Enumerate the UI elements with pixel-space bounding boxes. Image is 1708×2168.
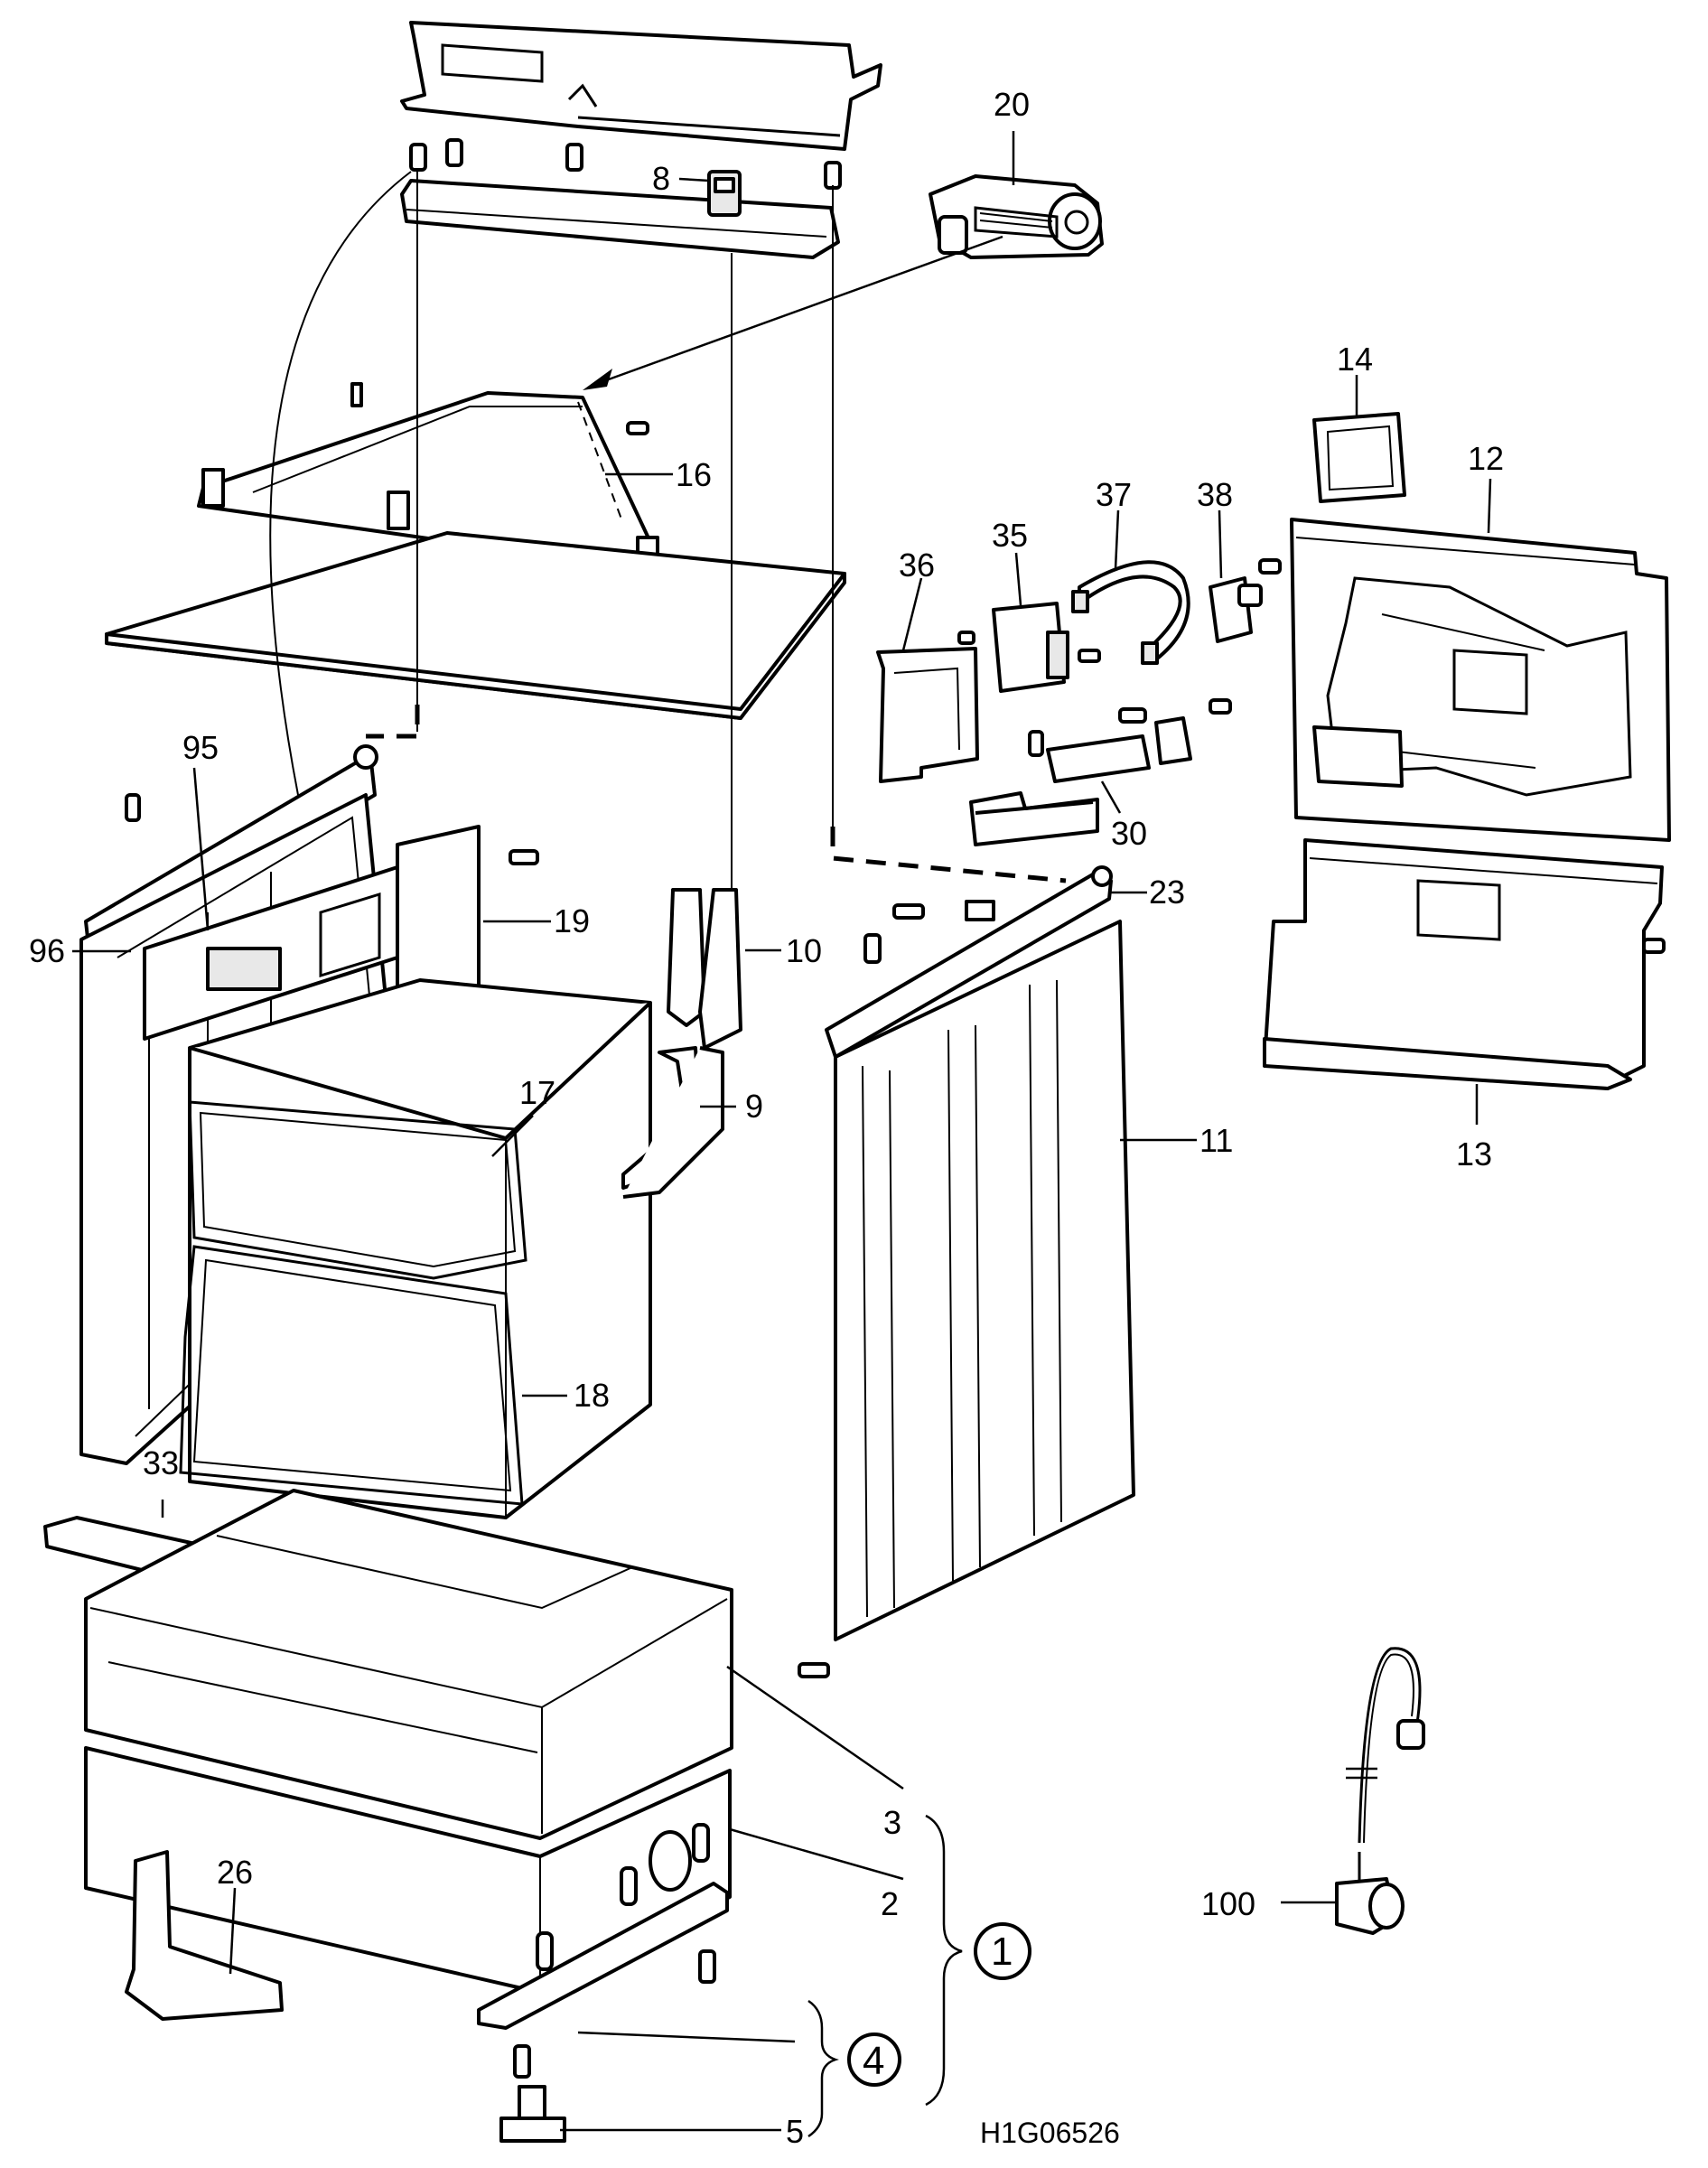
callout-19: 19	[554, 902, 590, 939]
callout-13: 13	[1456, 1135, 1492, 1173]
foot-part-5	[499, 2085, 566, 2143]
fan-motor-part-20	[929, 174, 1104, 259]
top-cover-bracket	[400, 21, 882, 151]
screws-top	[409, 138, 842, 190]
switch-part-8	[707, 170, 742, 217]
callout-5: 5	[786, 2113, 804, 2150]
callout-10: 10	[786, 932, 822, 969]
rail-part-23	[825, 865, 1113, 1059]
callout-23: 23	[1149, 874, 1185, 911]
callout-35: 35	[992, 517, 1028, 554]
callout-37: 37	[1096, 476, 1132, 513]
callout-2: 2	[881, 1885, 899, 1922]
callout-17: 17	[519, 1074, 555, 1111]
worktop-panel	[105, 531, 846, 720]
board-part-35	[992, 602, 1069, 693]
lower-panel-part-13	[1263, 838, 1664, 1090]
callout-9: 9	[745, 1088, 763, 1125]
callout-36: 36	[899, 547, 935, 584]
terminal-part-30	[969, 698, 1232, 846]
power-cord-part-100	[1335, 1647, 1425, 1935]
group-1-bracket	[925, 1814, 963, 2107]
callout-16: 16	[676, 456, 712, 493]
bracket-part-26	[125, 1850, 284, 2021]
door-seal-part-18	[179, 1245, 524, 1506]
callout-33: 33	[143, 1444, 179, 1481]
group-4-bracket	[807, 1999, 839, 2138]
group-1-label: 1	[991, 1930, 1013, 1974]
cable-part-37	[1071, 560, 1190, 665]
castor-rail-assembly	[477, 1830, 729, 2079]
callout-20: 20	[994, 86, 1030, 123]
callout-95: 95	[182, 729, 219, 766]
back-panel-part-12	[1290, 518, 1671, 842]
diagram-code: H1G06526	[980, 2117, 1120, 2149]
door-seal-part-17	[188, 1100, 527, 1280]
cover-plate-part-14	[1312, 412, 1406, 503]
callout-12: 12	[1468, 440, 1504, 477]
channel-part-9	[621, 1046, 724, 1199]
bracket-part-36	[876, 647, 979, 783]
callout-11: 11	[1199, 1122, 1233, 1159]
callout-8: 8	[652, 160, 670, 197]
group-4-label: 4	[863, 2039, 884, 2083]
side-panel-part-11	[834, 920, 1135, 1641]
callout-14: 14	[1337, 341, 1373, 378]
group-4-circle	[847, 2032, 901, 2087]
callout-100: 100	[1201, 1885, 1255, 1922]
callout-96: 96	[29, 932, 65, 969]
callout-38: 38	[1197, 476, 1233, 513]
callout-18: 18	[574, 1377, 610, 1414]
callout-30: 30	[1111, 815, 1147, 852]
oven-cavity	[188, 978, 652, 1519]
connector-part-38	[1209, 576, 1263, 643]
callout-3: 3	[883, 1804, 901, 1841]
channel-part-10	[667, 888, 742, 1050]
group-1-circle	[974, 1922, 1031, 1980]
plinth-part-2	[84, 1746, 732, 1994]
callout-26: 26	[217, 1854, 253, 1891]
top-rail	[400, 179, 840, 259]
base-frame-part-3	[84, 1489, 733, 1840]
